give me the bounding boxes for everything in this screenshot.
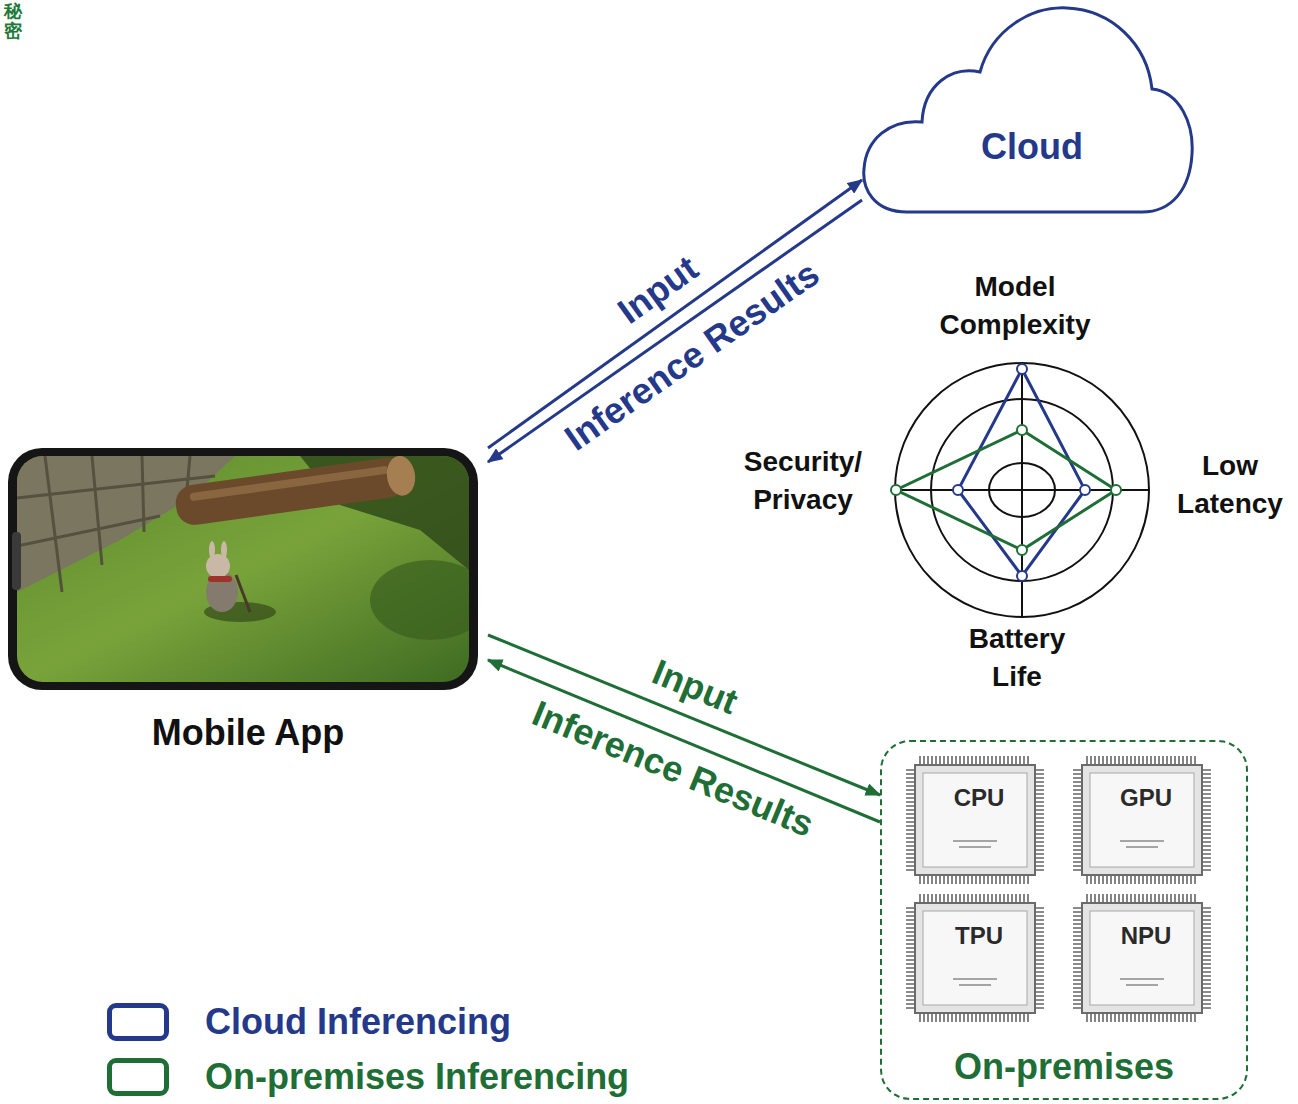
chip-marking xyxy=(953,979,997,985)
chip-label: GPU xyxy=(1072,783,1220,813)
legend-swatch xyxy=(107,1058,169,1096)
cloud-label: Cloud xyxy=(862,126,1202,168)
game-screen xyxy=(17,456,469,682)
axis-label: Security/ Privacy xyxy=(738,443,868,519)
mobile-app-label: Mobile App xyxy=(8,712,488,754)
legend-label: Cloud Inferencing xyxy=(205,1002,511,1042)
mobile-app-node: Mobile App xyxy=(8,446,488,756)
on-premises-label: On-premises xyxy=(882,1046,1246,1088)
chip-pins xyxy=(1073,894,1211,1022)
npu-chip: NPU xyxy=(1072,893,1220,1023)
axis-label: Low Latency xyxy=(1168,447,1292,523)
cloud-outline xyxy=(862,4,1194,216)
game-character xyxy=(206,541,250,612)
cloud-node: Cloud xyxy=(862,4,1202,216)
chip-body xyxy=(1082,765,1202,875)
gpu-chip: GPU xyxy=(1072,755,1220,885)
on-premises-group: On-premises CPU GPU TPU NPU xyxy=(880,740,1248,1100)
phone-illustration xyxy=(8,448,490,690)
radar-ring xyxy=(895,363,1149,617)
chip-body xyxy=(1082,903,1202,1013)
confidential-mark: 秘密 xyxy=(4,2,22,42)
radar-chart xyxy=(891,363,1149,617)
chip-label: NPU xyxy=(1072,921,1220,951)
chip-marking xyxy=(1120,841,1164,847)
cloud-input-arrow xyxy=(488,180,862,448)
chip-label: CPU xyxy=(905,783,1053,813)
chip-pins xyxy=(1073,756,1211,884)
chip-outline xyxy=(1072,893,1212,1023)
chip-outline xyxy=(1072,755,1212,885)
axis-label: Model Complexity xyxy=(925,268,1105,344)
stone-joints xyxy=(17,456,215,592)
on-premises-profile xyxy=(896,430,1116,550)
chip-pins xyxy=(906,756,1044,884)
chip-label: TPU xyxy=(905,921,1053,951)
stone-path xyxy=(17,456,235,592)
chip-marking xyxy=(1120,979,1164,985)
chip-outline xyxy=(905,893,1045,1023)
cpu-chip: CPU xyxy=(905,755,1053,885)
chip-marking xyxy=(953,841,997,847)
arrow-label: Input xyxy=(647,652,744,722)
tpu-chip: TPU xyxy=(905,893,1053,1023)
phone-notch xyxy=(12,532,21,590)
cloud-outline xyxy=(864,8,1192,212)
cloud-result-arrow xyxy=(488,200,862,462)
cloud-profile-dots xyxy=(953,364,1090,581)
axis-label: Battery Life xyxy=(957,620,1077,696)
fallen-log xyxy=(173,456,417,527)
on-premises-profile-dots xyxy=(891,425,1121,555)
legend-swatch xyxy=(107,1003,169,1041)
bush xyxy=(370,560,469,640)
chip-body xyxy=(915,903,1035,1013)
chip-outline xyxy=(905,755,1045,885)
chip-body xyxy=(915,765,1035,875)
chip-pins xyxy=(906,894,1044,1022)
arrow-label: Inference Results xyxy=(526,693,819,845)
cloud-profile xyxy=(958,369,1085,576)
legend-label: On-premises Inferencing xyxy=(205,1057,629,1097)
